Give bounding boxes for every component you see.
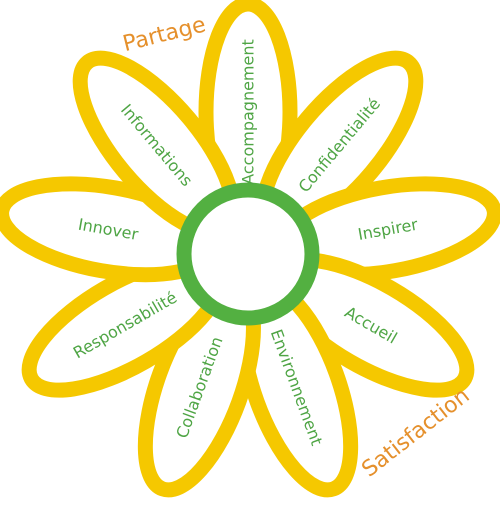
corner-label-satisfaction: Satisfaction [357, 383, 474, 482]
center-ring-group [176, 182, 320, 326]
petal-label-accompagnement: Accompagnement [239, 39, 258, 185]
center-ring [176, 182, 320, 326]
corner-label-partage: Partage [120, 12, 208, 57]
